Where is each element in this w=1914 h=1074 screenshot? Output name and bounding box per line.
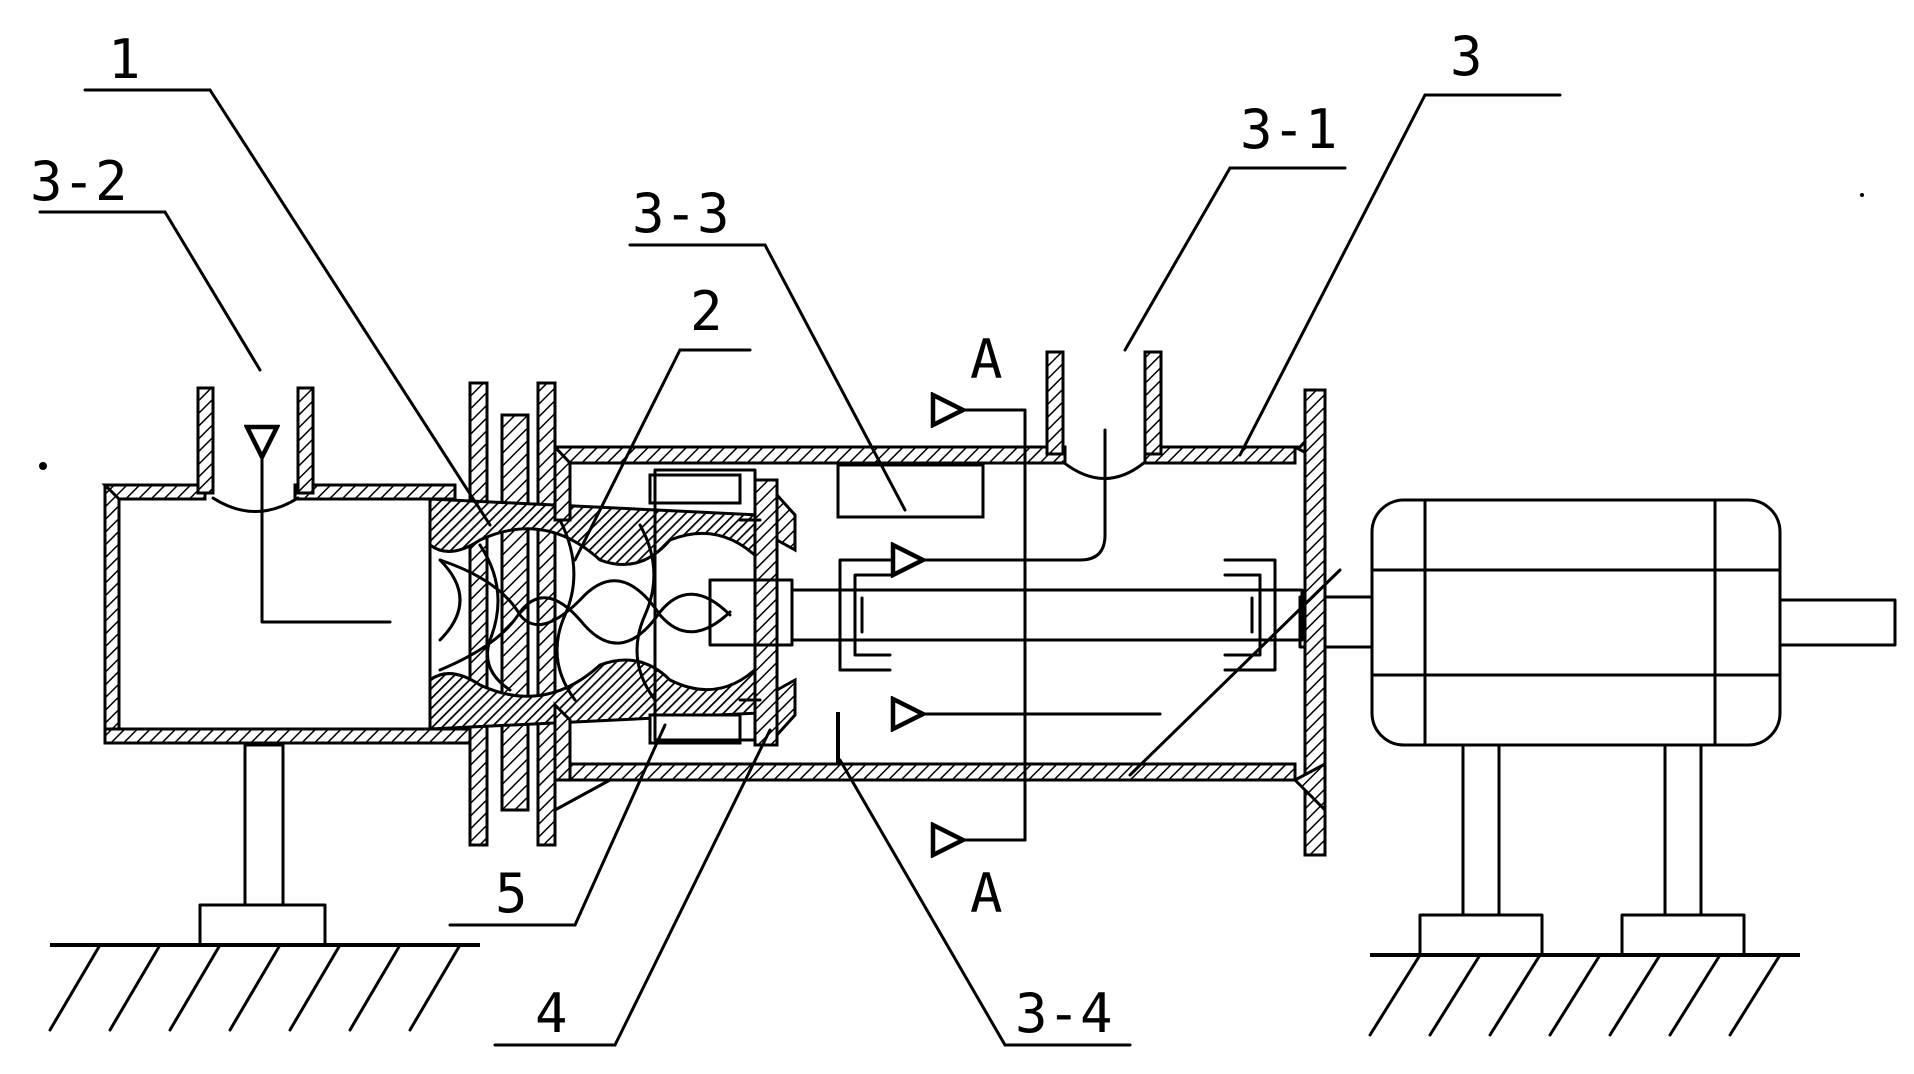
- label-3-1: 3-1: [1240, 98, 1338, 161]
- label-3-4: 3-4: [1015, 982, 1113, 1045]
- scan-dot: [39, 462, 47, 470]
- outlet-chamber: [101, 386, 472, 745]
- flow-arrows: [920, 428, 1162, 714]
- scan-dot: [1860, 193, 1864, 197]
- motor-support-legs: [1418, 743, 1746, 957]
- flanges: [468, 381, 557, 847]
- ground-right: [1368, 953, 1800, 1037]
- label-3: 3: [1450, 25, 1483, 88]
- label-3-2: 3-2: [30, 150, 128, 213]
- ground-left: [48, 943, 480, 1032]
- motor: [1298, 498, 1897, 747]
- label-1: 1: [108, 28, 141, 91]
- leader-lines: [38, 88, 1562, 1047]
- impeller: [708, 478, 797, 747]
- section-line-a-a: [960, 410, 1027, 840]
- label-4: 4: [535, 982, 568, 1045]
- label-5: 5: [495, 862, 528, 925]
- stator: [428, 497, 762, 731]
- shaft: [790, 558, 1304, 672]
- label-section-a-top: A: [970, 328, 1003, 391]
- label-section-a-bottom: A: [970, 862, 1003, 925]
- label-3-3: 3-3: [632, 182, 730, 245]
- left-support-leg: [198, 743, 327, 947]
- label-2: 2: [690, 280, 723, 343]
